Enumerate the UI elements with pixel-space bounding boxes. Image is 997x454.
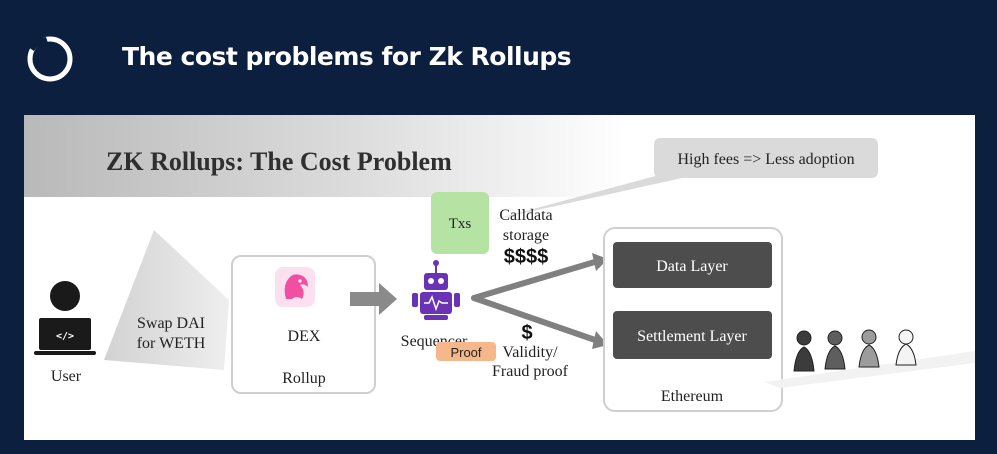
callout-tail [492,171,714,220]
pawn-icon-4 [895,329,917,366]
ring-logo-icon [27,36,73,82]
data-layer-label: Data Layer [656,258,728,275]
validity-label-line1: Validity/ [502,344,558,361]
calldata-cost: $$$$ [504,246,549,268]
rollup-to-sequencer-arrow [350,283,397,315]
callout-bubble [654,138,878,178]
proof-badge-label: Proof [450,345,481,360]
unicorn-logo-icon [275,267,315,307]
txs-label: Txs [449,216,472,232]
txs-box [431,192,489,254]
proof-cost: $ [521,322,532,344]
swap-wedge [104,230,229,370]
callout-text: High fees => Less adoption [677,151,854,168]
rollup-label: Rollup [282,370,326,387]
swap-label-line2: for WETH [137,335,206,352]
pawn-icon-3 [858,329,880,368]
ethereum-label: Ethereum [661,388,724,405]
dex-label: DEX [288,328,321,345]
developer-laptop-icon: </> [34,281,96,355]
svg-text:</>: </> [56,331,74,342]
calldata-label-line1: Calldata [499,207,552,224]
data-layer-box [613,242,772,288]
pawn-users-icon [793,329,917,372]
proof-badge [436,342,496,361]
page-title: The cost problems for Zk Rollups [122,42,572,71]
diagram-panel: ZK Rollups: The Cost Problem High fees =… [24,115,975,440]
user-label: User [51,368,82,385]
validity-label-line2: Fraud proof [492,363,569,380]
heading-band [24,115,624,197]
users-platform [764,351,975,388]
calldata-label-line2: storage [503,227,549,244]
pawn-icon-2 [824,330,846,370]
settlement-layer-label: Settlement Layer [637,328,747,345]
diagram-heading: ZK Rollups: The Cost Problem [106,147,452,176]
settlement-layer-box [613,311,772,359]
rollup-box [231,255,376,394]
pawn-icon-1 [793,330,815,372]
swap-label-line1: Swap DAI [137,315,205,332]
robot-icon [412,260,460,320]
